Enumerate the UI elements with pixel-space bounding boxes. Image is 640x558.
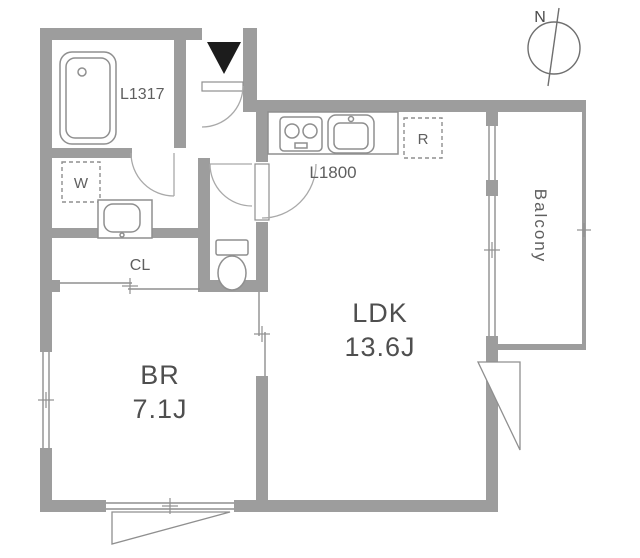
doors — [60, 81, 317, 376]
center-marks — [38, 223, 591, 514]
cross-mark-left-window — [38, 392, 54, 408]
cross-mark-balcony-rail — [577, 223, 591, 237]
sink-basin — [333, 122, 369, 150]
closet-sliding-door — [60, 282, 200, 290]
washing-machine-space — [61, 161, 101, 203]
wall-hall-ldk-upper — [256, 112, 268, 162]
compass-circle — [527, 21, 581, 75]
sink-faucet — [347, 115, 355, 123]
cross-mark-right-window — [484, 242, 500, 258]
vanity-faucet — [119, 232, 125, 238]
window-right-upper — [486, 126, 498, 180]
wall-wc-left — [198, 158, 210, 292]
entrance-arrow-icon — [207, 42, 241, 74]
toilet-tank — [215, 239, 249, 256]
balcony: Balcony — [498, 106, 586, 350]
wall-hall-ldk-lower — [256, 222, 268, 292]
fixtures — [59, 51, 443, 291]
entrance-door-arc — [201, 85, 244, 128]
br-room-name: BR — [140, 360, 180, 390]
compass-needle — [547, 7, 560, 87]
closet-label: CL — [130, 257, 151, 274]
exterior-shapes — [111, 361, 521, 545]
bathroom-door-arc — [130, 152, 175, 197]
refrigerator-label: R — [418, 131, 429, 148]
toilet-bowl — [217, 255, 247, 291]
north-label: N — [534, 9, 546, 26]
wc-door — [209, 163, 253, 207]
bathroom-door — [130, 152, 175, 197]
br-sliding-door — [258, 292, 266, 376]
kitchen-size-label: L1800 — [309, 163, 356, 182]
stove-icon — [279, 116, 323, 152]
cross-mark-br-door — [254, 326, 270, 342]
bathtub-icon — [59, 51, 117, 145]
wall-top-left — [40, 28, 202, 40]
cross-mark-closet-door — [122, 278, 138, 294]
ldk-room-name: LDK — [352, 298, 408, 328]
window-gap — [486, 196, 498, 336]
vanity-bowl — [103, 203, 141, 233]
vanity-sink-icon — [97, 199, 153, 239]
entrance-door — [201, 81, 244, 128]
wall-bathroom-bottom — [52, 148, 132, 158]
ldk-door-arc — [261, 163, 317, 219]
ldk-door-panel — [254, 163, 270, 221]
window-right-balcony — [486, 196, 498, 336]
kitchen-sink-icon — [327, 114, 375, 154]
labels: L1317 W CL L1800 R LDK 13.6J BR 7.1J — [74, 86, 429, 424]
stove-burner — [302, 123, 318, 139]
window-gap — [486, 126, 498, 180]
wall-bathroom-right — [174, 28, 186, 148]
ldk-door — [254, 163, 317, 221]
ldk-room-size: 13.6J — [344, 332, 415, 362]
toilet-icon — [215, 239, 249, 291]
entrance-door-panel — [201, 81, 244, 92]
kitchen-counter — [267, 111, 399, 155]
bottom-porch-shape — [111, 511, 231, 545]
wall-br-top-left-stub — [40, 280, 60, 292]
washer-label: W — [74, 175, 89, 192]
bottom-right-corner-shape — [476, 361, 521, 451]
cross-mark-bottom-window — [162, 498, 178, 514]
wall-entrance-right-jamb — [243, 28, 257, 112]
stove-grill — [294, 142, 308, 149]
wall-kitchen-top — [243, 100, 586, 112]
wc-door-arc — [209, 163, 253, 207]
bath-size-label: L1317 — [120, 86, 165, 103]
north-compass-icon: N — [527, 7, 581, 87]
bathtub-inner — [65, 57, 111, 139]
br-room-size: 7.1J — [132, 394, 187, 424]
balcony-label: Balcony — [531, 189, 550, 263]
wall-br-ldk-divider — [256, 376, 268, 500]
bathtub-drain — [77, 67, 87, 77]
stove-burner — [284, 123, 300, 139]
refrigerator-space — [403, 117, 443, 159]
